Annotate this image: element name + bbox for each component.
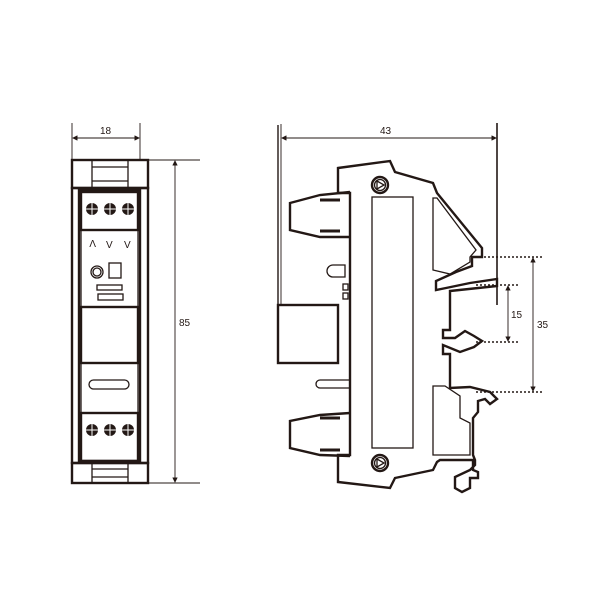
bottom-screw-icon <box>370 453 390 473</box>
side-view: 43 35 15 <box>276 123 549 494</box>
top-clip <box>70 158 150 190</box>
top-connector <box>288 190 351 239</box>
height-label: 85 <box>179 318 191 329</box>
slot <box>88 379 130 390</box>
terminal-screws-top <box>86 203 134 215</box>
svg-text:V: V <box>106 240 113 251</box>
width-label: 18 <box>100 126 112 137</box>
svg-text:V: V <box>124 240 131 251</box>
top-screw-icon <box>370 175 390 195</box>
bottom-terminal-block <box>79 411 140 463</box>
rail-inner-label: 15 <box>511 310 523 321</box>
label-window <box>371 196 414 449</box>
depth-label: 43 <box>380 126 392 137</box>
svg-text:V: V <box>89 237 96 248</box>
bottom-clip <box>70 461 150 485</box>
bottom-connector <box>288 411 351 458</box>
display-window <box>79 305 140 365</box>
module-side <box>276 303 340 365</box>
din-rail-housing <box>336 159 499 494</box>
rail-outer-label: 35 <box>537 320 549 331</box>
terminal-screws-bottom <box>86 424 134 436</box>
